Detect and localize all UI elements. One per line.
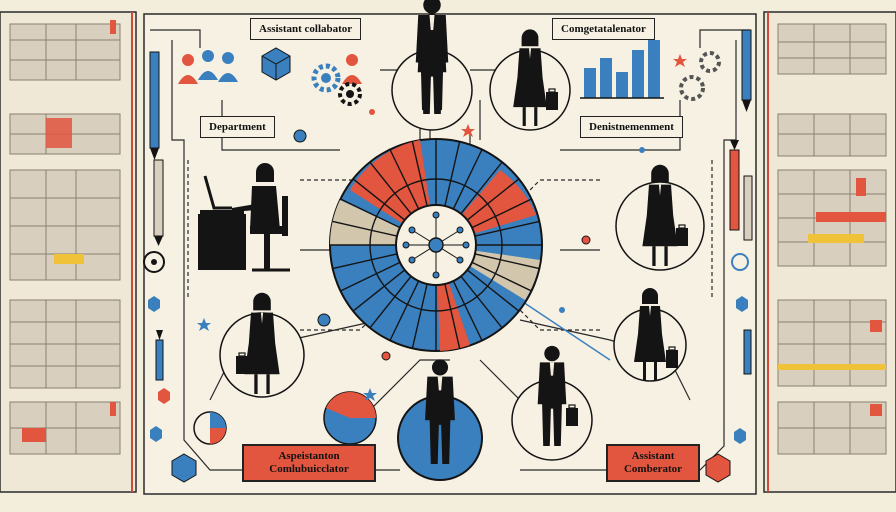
- right-sidebar: [763, 11, 896, 493]
- star-icon: [197, 54, 687, 401]
- wheel-spoke: [411, 141, 428, 207]
- wheel-spoke: [452, 149, 483, 210]
- label-line-1: Aspeistanton: [278, 450, 340, 462]
- cube-icon: [261, 47, 291, 81]
- label-assistant-comberator: Assistant Comberator: [606, 444, 700, 482]
- hexagon-icon: [148, 296, 748, 483]
- wheel-spoke: [471, 198, 532, 229]
- wheel-spoke: [466, 269, 520, 312]
- label-assistant-collabator: Assistant collabator: [250, 18, 362, 40]
- wheel-spoke: [369, 161, 412, 215]
- wheel-spoke: [474, 220, 540, 237]
- label-line-2: Comlubuicclator: [269, 463, 349, 475]
- pie-chart-icon: [193, 391, 377, 445]
- wheel-spoke: [444, 283, 461, 349]
- wheel-spoke: [460, 161, 503, 215]
- wheel-spoke: [411, 283, 428, 349]
- wheel-spoke: [352, 178, 406, 221]
- person-right-lower: [613, 288, 687, 382]
- wheel-spoke: [452, 280, 483, 341]
- wheel-spoke: [389, 280, 420, 341]
- central-hub-wheel: [329, 138, 543, 352]
- person-group-icon: [178, 50, 362, 84]
- label-denistnemenment: Denistnemenment: [580, 116, 683, 138]
- label-line-2: Comberator: [623, 463, 683, 475]
- wheel-spoke: [352, 269, 406, 312]
- pencil-left: [149, 51, 164, 381]
- wheel-spoke: [332, 220, 398, 237]
- wheel-spoke: [389, 149, 420, 210]
- wheel-spoke: [474, 253, 540, 270]
- label-aspeistanton-comlubuicclator: Aspeistanton Comlubuicclator: [242, 444, 376, 482]
- node-dots: [293, 109, 645, 361]
- person-left-lower: [219, 292, 305, 398]
- left-sidebar: [0, 11, 137, 493]
- person-bottom-center: [397, 359, 483, 481]
- person-bottom-right: [511, 345, 593, 461]
- person-top-right: [489, 29, 571, 131]
- wheel-spoke: [332, 253, 398, 270]
- laptop-desk-icon: [198, 163, 290, 272]
- person-right-upper: [615, 164, 705, 271]
- wheel-spoke: [340, 261, 401, 292]
- wheel-spoke: [340, 198, 401, 229]
- wheel-spoke: [444, 141, 461, 207]
- label-comgetatalenator: Comgetatalenator: [552, 18, 655, 40]
- blue-connector-line: [519, 299, 611, 361]
- wheel-spoke: [471, 261, 532, 292]
- gear-icon: [311, 51, 721, 106]
- bar-chart-icon: [580, 40, 664, 99]
- label-department: Department: [200, 116, 275, 138]
- wheel-spoke: [466, 178, 520, 221]
- clock-icon: [143, 251, 749, 273]
- wheel-spoke: [369, 275, 412, 329]
- label-line-1: Assistant: [631, 450, 675, 462]
- wheel-spoke: [460, 275, 503, 329]
- pencil-right: [729, 29, 753, 375]
